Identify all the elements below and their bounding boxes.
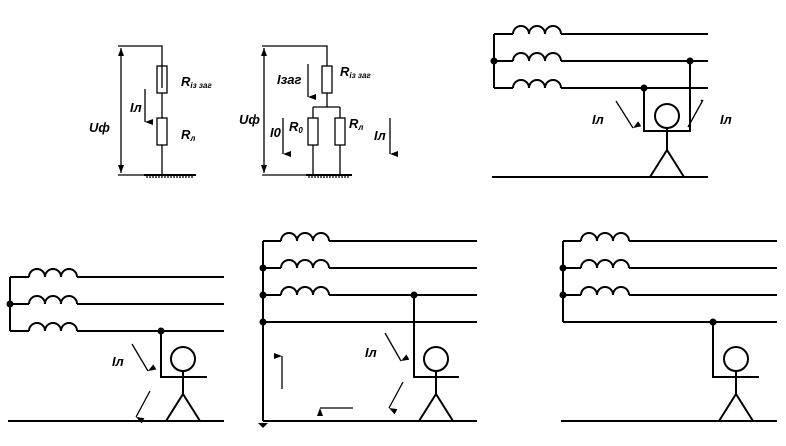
equivalent-circuit-1: Uф Iл Rіз заг Rл: [89, 45, 212, 178]
current-label: Iл: [130, 100, 142, 115]
bottom-wires: [312, 145, 341, 175]
person-current-label: Iл: [374, 128, 386, 143]
current-label-left: Iл: [592, 112, 604, 127]
current-arrow-ground: [388, 381, 404, 415]
junction: [490, 57, 498, 65]
resistor-insulation-label: Rіз заг: [340, 64, 371, 80]
person-head: [654, 103, 680, 129]
current-arrow-ground: [135, 390, 151, 424]
junction: [6, 300, 14, 308]
person-head: [723, 346, 749, 372]
winding-3: [580, 286, 630, 296]
voltage-arrow-head-down: [261, 165, 267, 173]
total-current-label: Iзаг: [277, 72, 301, 87]
current-arrow-down: [131, 343, 157, 372]
person-body: [165, 371, 201, 422]
current-arrow-right-tip: [700, 99, 703, 102]
voltage-label: Uф: [239, 112, 260, 127]
resistor-insulation: [321, 65, 333, 94]
voltage-arrow-head-down: [118, 165, 124, 173]
winding-2: [28, 295, 78, 305]
ground-symbol: [258, 423, 268, 428]
current-label-right: Iл: [720, 112, 732, 127]
phase-lines: [561, 33, 708, 89]
winding-2: [280, 259, 330, 269]
winding-2: [580, 259, 630, 269]
junction: [259, 318, 267, 326]
resistor-person: [156, 117, 168, 146]
winding-3: [28, 322, 78, 332]
person-body: [418, 371, 454, 422]
person-body: [718, 371, 754, 422]
winding-1: [28, 268, 78, 278]
voltage-arrow-head-up: [118, 48, 124, 56]
person-head: [170, 346, 196, 372]
resistor-ground: [307, 117, 319, 146]
voltage-arrow-head-up: [261, 48, 267, 56]
person-head: [423, 346, 449, 372]
phase-and-neutral-lines: [563, 240, 777, 323]
branch-wire: [312, 93, 341, 118]
winding-1: [580, 232, 630, 242]
winding-3: [512, 79, 562, 89]
voltage-label: Uф: [89, 120, 110, 135]
junction: [559, 264, 567, 272]
current-arrow-left: [615, 100, 642, 129]
junction: [559, 291, 567, 299]
single-phase-grounded-neutral: Iл: [258, 232, 477, 428]
two-phase-touch: Iл Iл: [490, 25, 732, 178]
hand-wire: [712, 322, 759, 378]
winding-2: [512, 52, 562, 62]
phase-lines: [77, 276, 224, 332]
star-point-wires: [562, 240, 581, 322]
current-label: Iл: [112, 354, 124, 369]
resistor-person-label: Rл: [349, 116, 363, 132]
ground-current-label: I0: [270, 125, 282, 140]
single-phase-isolated-neutral: Iл: [6, 268, 224, 424]
current-arrow-right: [687, 99, 704, 128]
winding-3: [280, 286, 330, 296]
junction: [259, 291, 267, 299]
star-point-wires: [262, 240, 281, 421]
hand-wire: [413, 295, 459, 378]
neutral-wire-touch: [559, 232, 777, 422]
phase-and-neutral-lines: [263, 240, 477, 323]
resistor-ground-label: R0: [289, 119, 303, 135]
hand-wire: [160, 331, 207, 378]
hands-wires: [643, 61, 691, 132]
top-wire: [118, 45, 163, 88]
equivalent-circuit-2: Uф Iзаг I0 Iл Rіз заг R0 Rл: [239, 45, 398, 178]
junction: [259, 264, 267, 272]
resistor-person: [334, 117, 346, 146]
winding-1: [512, 25, 562, 35]
person-body: [649, 128, 685, 178]
winding-1: [280, 232, 330, 242]
top-wire: [262, 45, 328, 66]
resistor-insulation-label: Rіз заг: [181, 74, 212, 90]
current-label: Iл: [365, 345, 377, 360]
resistor-person-label: Rл: [181, 127, 195, 143]
current-arrow-down: [384, 332, 410, 362]
